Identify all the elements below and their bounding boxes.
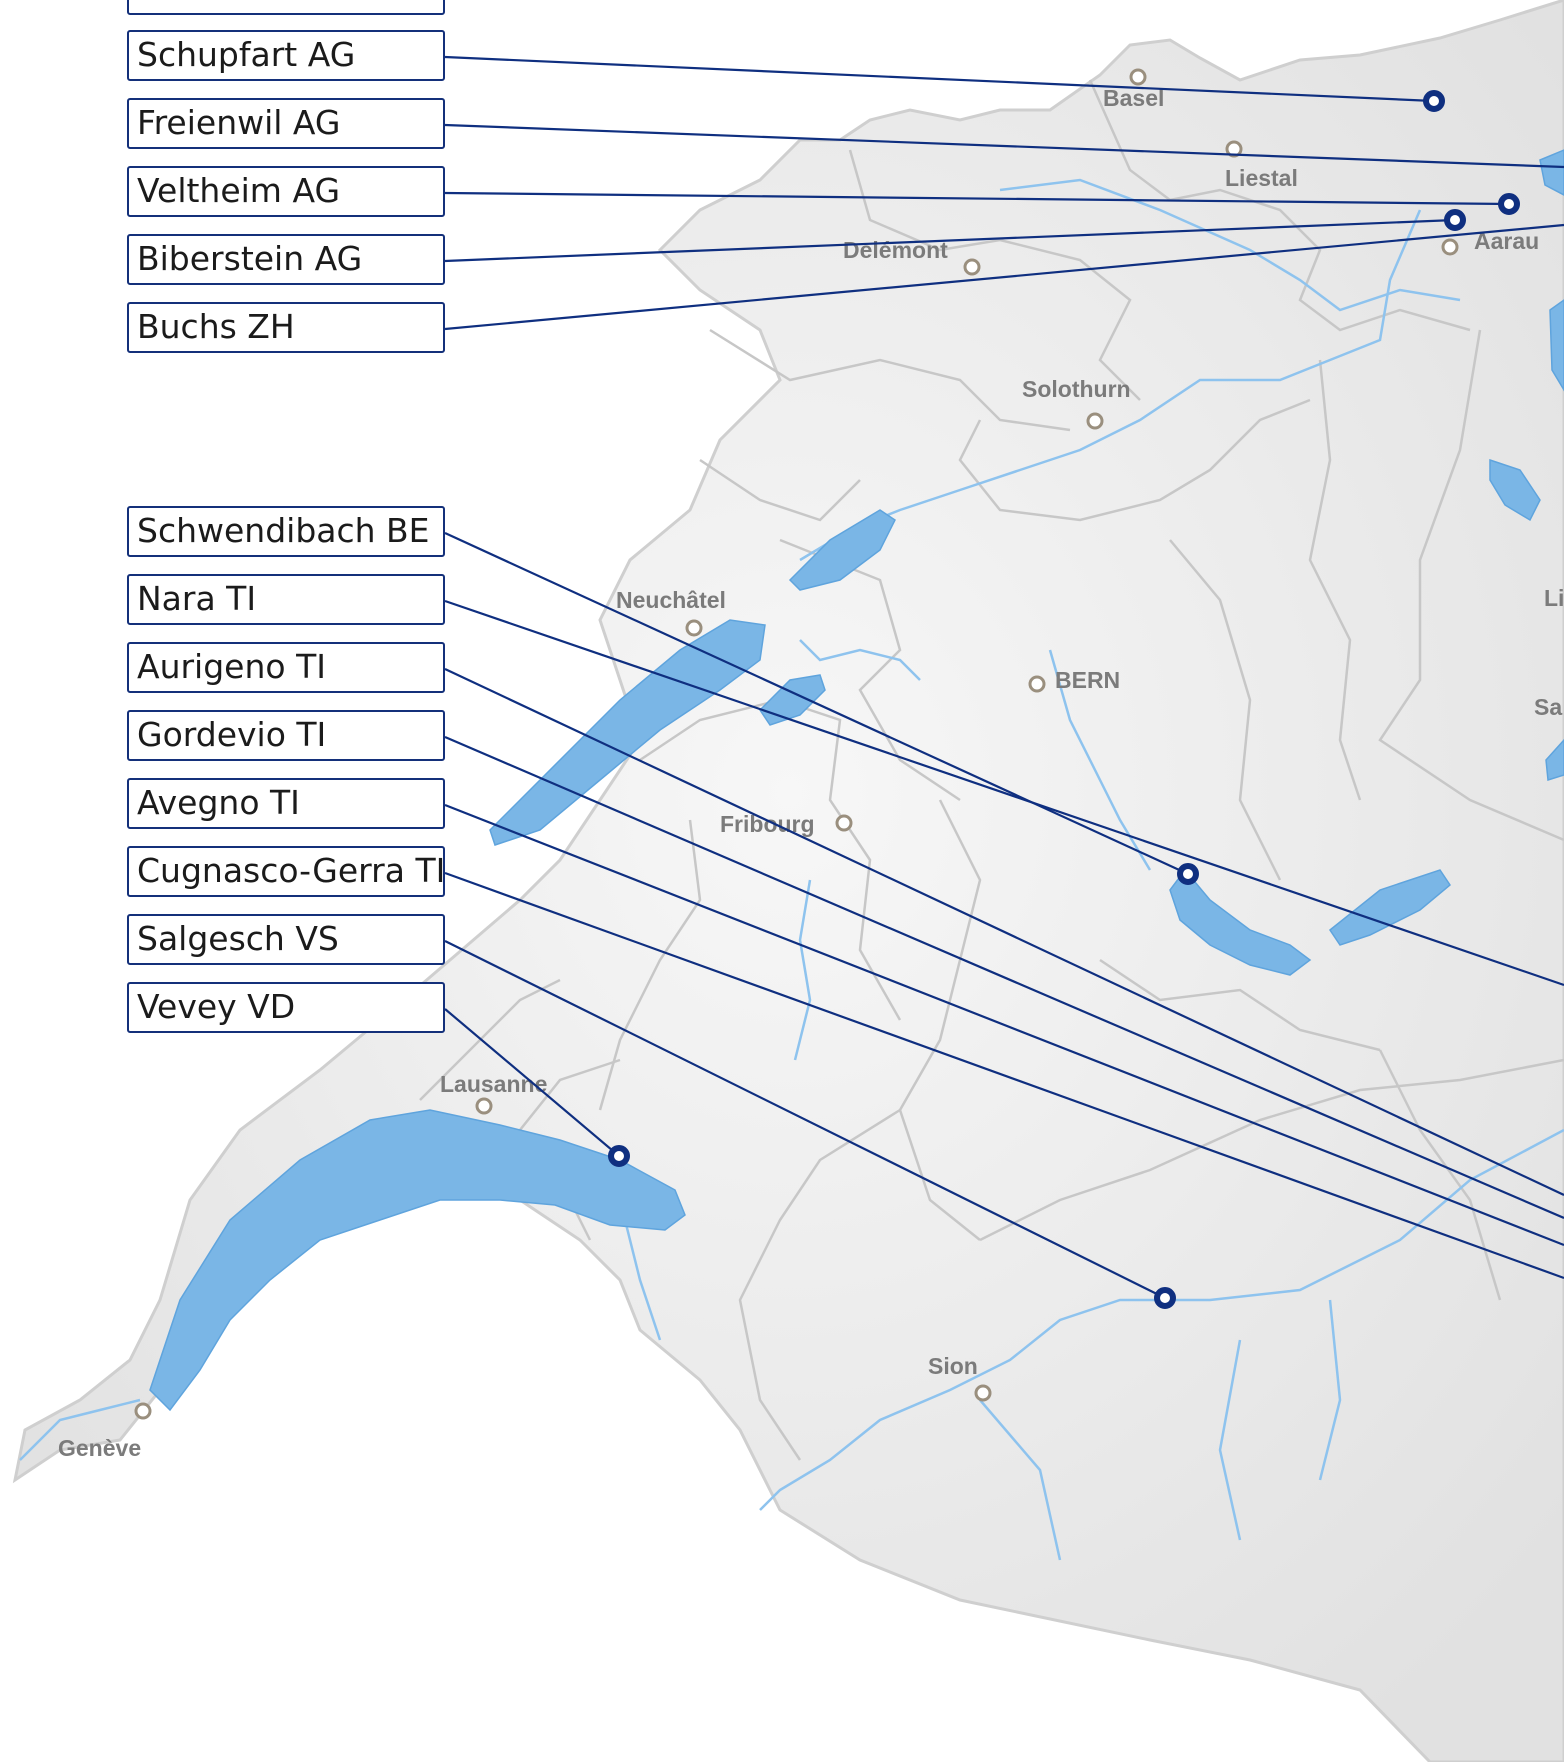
city-marker-fribourg [835,814,853,832]
city-marker-delemont [963,258,981,276]
location-label-cugnasco-gerra[interactable]: Cugnasco-Gerra TI [127,846,445,897]
city-label-lausanne: Lausanne [440,1071,547,1097]
leader-line-veltheim [444,191,1510,206]
city-label-fribourg: Fribourg [720,811,815,837]
city-label-bern: BERN [1055,667,1120,693]
location-label-vevey[interactable]: Vevey VD [127,982,445,1033]
leader-line-gordevio [444,735,1564,1220]
city-marker-bern [1028,675,1046,693]
location-label-clipped[interactable] [127,0,445,15]
location-label-freienwil[interactable]: Freienwil AG [127,98,445,149]
location-marker-schupfart [1423,90,1445,112]
leader-line-cugnasco [444,871,1564,1280]
location-label-gordevio[interactable]: Gordevio TI [127,710,445,761]
location-label-aurigeno[interactable]: Aurigeno TI [127,642,445,693]
location-marker-veltheim [1498,193,1520,215]
leader-line-aurigeno [444,668,1564,1196]
city-label-liestal: Liestal [1225,165,1298,191]
city-marker-sion [974,1384,992,1402]
city-markers [134,68,1459,1420]
leader-line-schwendibach [444,532,1189,875]
city-marker-geneve [134,1402,152,1420]
city-marker-basel [1129,68,1147,86]
city-label-sa: Sa [1534,694,1562,720]
city-marker-aarau [1441,238,1459,256]
location-marker-vevey [608,1145,630,1167]
city-marker-neuchatel [685,619,703,637]
city-marker-lausanne [475,1097,493,1115]
city-label-neuchatel: Neuchâtel [616,587,726,613]
leader-line-freienwil [444,123,1564,169]
leader-line-vevey [444,1008,620,1157]
city-label-li: Li [1544,585,1564,611]
canton-borders [179,79,1564,1461]
location-marker-schwendibach [1177,863,1199,885]
location-label-buchs[interactable]: Buchs ZH [127,302,445,353]
land-mass [12,0,1564,1762]
location-marker-biberstein [1444,209,1466,231]
city-label-solothurn: Solothurn [1022,376,1131,402]
location-label-avegno[interactable]: Avegno TI [127,778,445,829]
lakes [149,149,1564,1412]
location-label-biberstein[interactable]: Biberstein AG [127,234,445,285]
city-marker-liestal [1225,140,1243,158]
leader-lines [444,55,1564,1299]
leader-line-schupfart [444,55,1435,103]
location-label-nara[interactable]: Nara TI [127,574,445,625]
city-label-sion: Sion [928,1353,978,1379]
leader-line-biberstein [444,218,1456,263]
city-labels: Basel Liestal Delémont Aarau Solothurn N… [58,85,1564,1461]
city-label-geneve: Genève [58,1435,141,1461]
leader-line-salgesch [444,940,1166,1299]
location-label-schwendibach[interactable]: Schwendibach BE [127,506,445,557]
leader-line-nara [444,599,1564,987]
location-markers [608,90,1520,1309]
leader-line-avegno [444,803,1564,1247]
location-label-veltheim[interactable]: Veltheim AG [127,166,445,217]
city-marker-solothurn [1086,412,1104,430]
location-marker-salgesch [1154,1287,1176,1309]
location-label-salgesch[interactable]: Salgesch VS [127,914,445,965]
leader-line-buchs [444,223,1564,331]
location-label-schupfart[interactable]: Schupfart AG [127,30,445,81]
